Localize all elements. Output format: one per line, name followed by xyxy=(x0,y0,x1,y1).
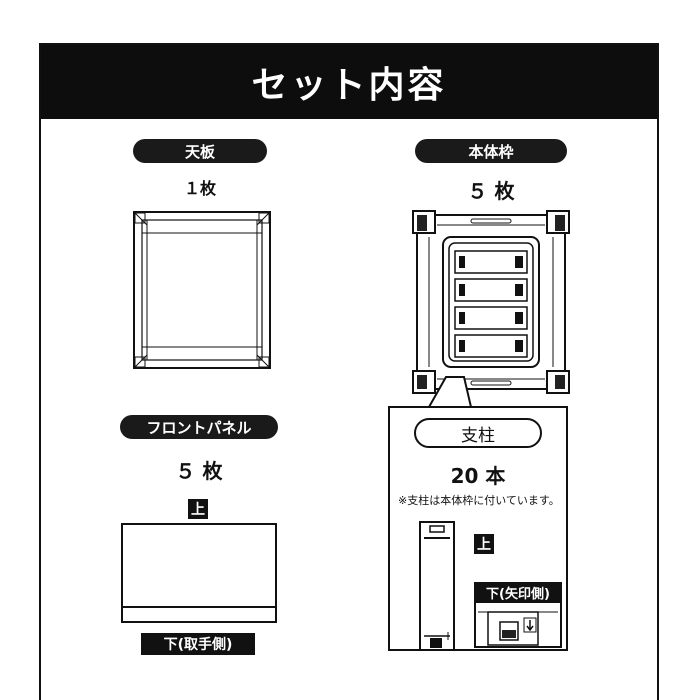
page-title: セット内容 xyxy=(41,45,657,119)
pillar-callout: 支柱 20 本 ※支柱は本体枠に付いています。 上 下(矢印側) xyxy=(388,406,568,651)
front-panel-bottom-label: 下(取手側) xyxy=(141,633,255,655)
front-panel-label: フロントパネル xyxy=(120,415,278,439)
pillar-top-mark: 上 xyxy=(474,534,494,554)
top-board-illustration xyxy=(133,211,271,369)
pillar-bottom-detail xyxy=(474,601,562,648)
pillar-bottom-label: 下(矢印側) xyxy=(474,582,562,602)
front-panel-quantity: ５ 枚 xyxy=(175,459,223,483)
front-panel-top-mark: 上 xyxy=(188,499,208,519)
front-panel-illustration xyxy=(121,523,277,623)
pillar-illustration xyxy=(419,521,455,651)
set-contents-panel: セット内容 天板 １枚 本体枠 ５ 枚 xyxy=(39,43,659,700)
pillar-note: ※支柱は本体枠に付いています。 xyxy=(398,494,560,507)
pillar-quantity: 20 本 xyxy=(450,464,506,488)
pillar-label: 支柱 xyxy=(414,418,542,448)
body-frame-quantity: ５ 枚 xyxy=(467,179,515,203)
top-board-quantity: １枚 xyxy=(183,179,216,198)
top-board-label: 天板 xyxy=(133,139,267,163)
body-frame-illustration xyxy=(412,210,570,394)
body-frame-label: 本体枠 xyxy=(415,139,567,163)
